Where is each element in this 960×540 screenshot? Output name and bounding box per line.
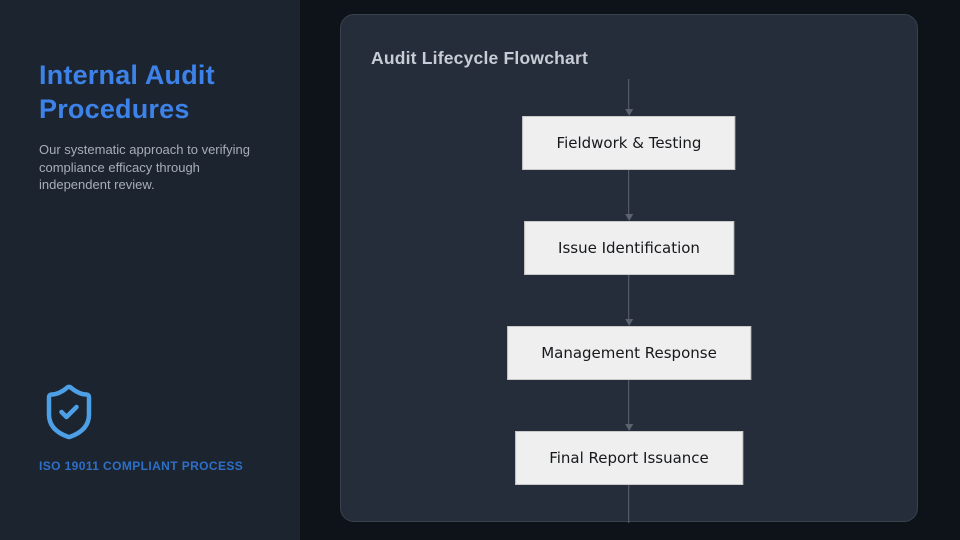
- flow-connector: [625, 380, 633, 431]
- arrow-down-icon: [625, 319, 633, 326]
- connector-line: [628, 170, 630, 214]
- shield-check-icon: [39, 382, 99, 442]
- flow-connector: [625, 79, 633, 116]
- page-title: Internal Audit Procedures: [39, 60, 215, 124]
- flow-connector: [625, 170, 633, 221]
- flowchart-heading: Audit Lifecycle Flowchart: [371, 48, 588, 68]
- flow-step-management-response: Management Response: [507, 326, 751, 380]
- connector-line: [628, 485, 630, 523]
- connector-line: [628, 275, 630, 319]
- flow-connector: [625, 275, 633, 326]
- connector-line: [628, 380, 630, 424]
- flowchart-card: Audit Lifecycle Flowchart Fieldwork & Te…: [340, 14, 918, 523]
- flow-connector: [628, 485, 630, 523]
- arrow-down-icon: [625, 214, 633, 221]
- arrow-down-icon: [625, 424, 633, 431]
- flow-step-final-report-issuance: Final Report Issuance: [515, 431, 743, 485]
- sidebar: Internal Audit Procedures Our systematic…: [0, 0, 300, 540]
- flowchart-column: Fieldwork & Testing Issue Identification…: [507, 79, 751, 523]
- compliance-badge: ISO 19011 COMPLIANT PROCESS: [39, 459, 244, 473]
- connector-line: [628, 79, 630, 109]
- page-subtitle: Our systematic approach to verifying com…: [39, 142, 250, 192]
- arrow-down-icon: [625, 109, 633, 116]
- flow-step-fieldwork-testing: Fieldwork & Testing: [522, 116, 736, 170]
- flow-step-issue-identification: Issue Identification: [524, 221, 734, 275]
